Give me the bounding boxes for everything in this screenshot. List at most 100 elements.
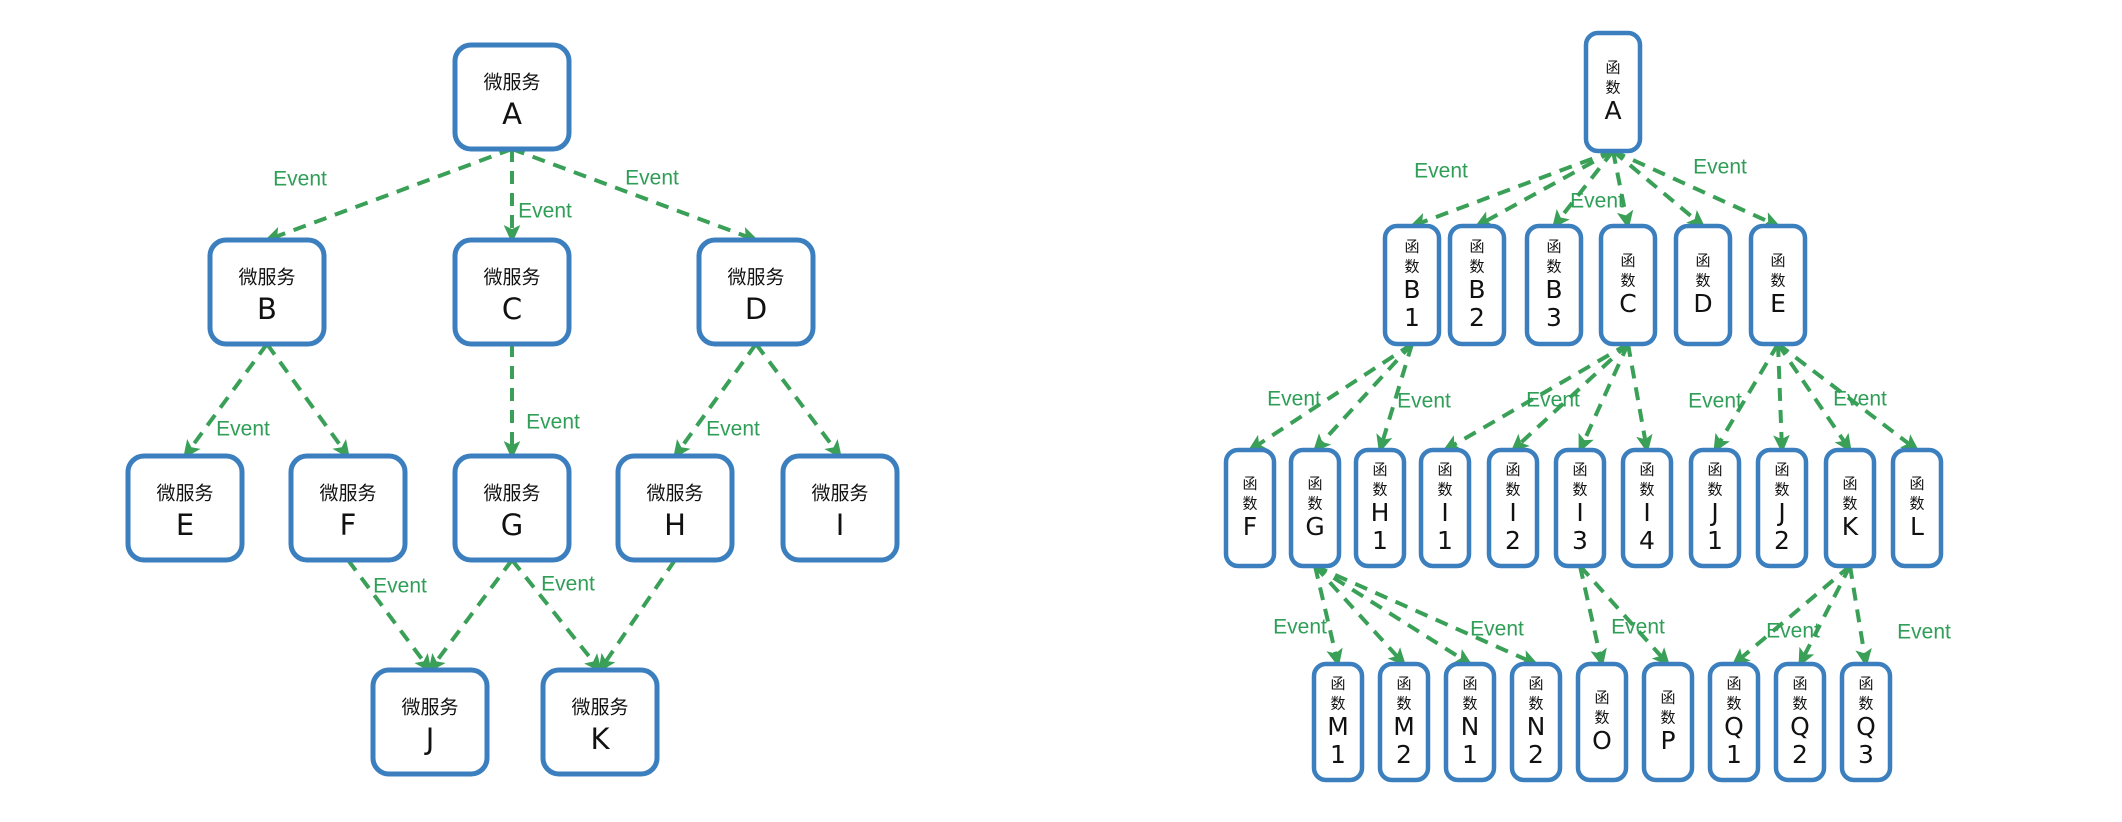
node-id-label: J	[1709, 498, 1718, 527]
node-kind-label: 微服务	[319, 483, 376, 505]
node-kind-label: 数	[1469, 258, 1484, 276]
node-kind-label: 函	[1372, 461, 1387, 479]
node-kind-label: 函	[1307, 475, 1322, 493]
node-id-label: A	[502, 97, 522, 131]
node-box	[1839, 661, 1893, 783]
node-right-O[interactable]: 函数O	[1575, 661, 1629, 783]
node-id-label: B	[1545, 275, 1562, 304]
node-id-label: A	[1604, 96, 1621, 125]
node-box	[1443, 661, 1497, 783]
node-right-L[interactable]: 函数L	[1890, 447, 1944, 569]
node-id-label: Q	[1856, 712, 1876, 741]
node-kind-label: 数	[1909, 495, 1924, 513]
node-kind-label: 微服务	[156, 483, 213, 505]
edge-label: Event	[1693, 156, 1747, 179]
node-id-label: I	[836, 508, 845, 542]
left-diagram-nodes: 微服务A微服务B微服务C微服务D微服务E微服务F微服务G微服务H微服务I微服务J…	[125, 42, 900, 777]
node-id-label: L	[1910, 512, 1924, 541]
node-right-A[interactable]: 函数A	[1583, 30, 1643, 154]
node-box	[1447, 223, 1507, 347]
node-kind-label: 函	[1572, 461, 1587, 479]
node-id-label: B	[257, 292, 277, 326]
node-id-label: D	[1693, 289, 1712, 318]
node-id-label: 3	[1546, 303, 1562, 332]
node-kind-label: 微服务	[571, 697, 628, 719]
edge-A-to-B3	[1551, 149, 1615, 229]
node-box	[1382, 223, 1442, 347]
left-diagram-edges	[183, 147, 842, 673]
node-kind-label: 数	[1695, 272, 1710, 290]
node-id-label: B	[1403, 275, 1420, 304]
node-kind-label: 数	[1660, 709, 1675, 727]
node-left-I[interactable]: 微服务 I	[780, 453, 900, 563]
node-id-label: M	[1393, 712, 1415, 741]
node-kind-label: 函	[1707, 461, 1722, 479]
node-right-P[interactable]: 函数P	[1641, 661, 1695, 783]
node-kind-label: 数	[1858, 695, 1873, 713]
node-box	[452, 42, 572, 152]
node-kind-label: 函	[1330, 675, 1345, 693]
node-kind-label: 函	[1770, 252, 1785, 270]
edge-G-to-N1	[1313, 564, 1473, 666]
node-right-K[interactable]: 函数K	[1823, 447, 1877, 569]
node-kind-label: 数	[1372, 481, 1387, 499]
node-right-D[interactable]: 函数D	[1673, 223, 1733, 347]
node-box	[1583, 30, 1643, 154]
node-kind-label: 数	[1528, 695, 1543, 713]
edge-G-to-N2	[1314, 564, 1540, 666]
node-id-label: N	[1461, 712, 1480, 741]
edge-C-to-I2	[1510, 342, 1630, 453]
node-box	[1353, 447, 1407, 569]
edge-label: Event	[706, 418, 760, 441]
node-kind-label: 数	[1726, 695, 1741, 713]
node-box	[1509, 661, 1563, 783]
node-id-label: O	[1592, 726, 1612, 755]
node-kind-label: 函	[1469, 238, 1484, 256]
edge-label: Event	[541, 573, 595, 596]
node-id-label: 1	[1372, 526, 1388, 555]
edge-K-to-Q3	[1848, 565, 1872, 668]
node-right-E[interactable]: 函数E	[1748, 223, 1808, 347]
node-right-F[interactable]: 函数F	[1223, 447, 1277, 569]
node-kind-label: 微服务	[811, 483, 868, 505]
node-kind-label: 数	[1462, 695, 1477, 713]
right-diagram-nodes: 函数A函数B1函数B2函数B3函数C函数D函数E函数F函数G函数H1函数I1函数…	[1223, 30, 1944, 783]
node-kind-label: 函	[1639, 461, 1654, 479]
node-kind-label: 数	[1594, 709, 1609, 727]
edge-label: Event	[373, 575, 427, 598]
node-kind-label: 函	[1462, 675, 1477, 693]
node-right-C[interactable]: 函数C	[1598, 223, 1658, 347]
node-right-G[interactable]: 函数G	[1288, 447, 1342, 569]
edge-B1-to-F	[1247, 342, 1414, 452]
node-box	[370, 667, 490, 777]
